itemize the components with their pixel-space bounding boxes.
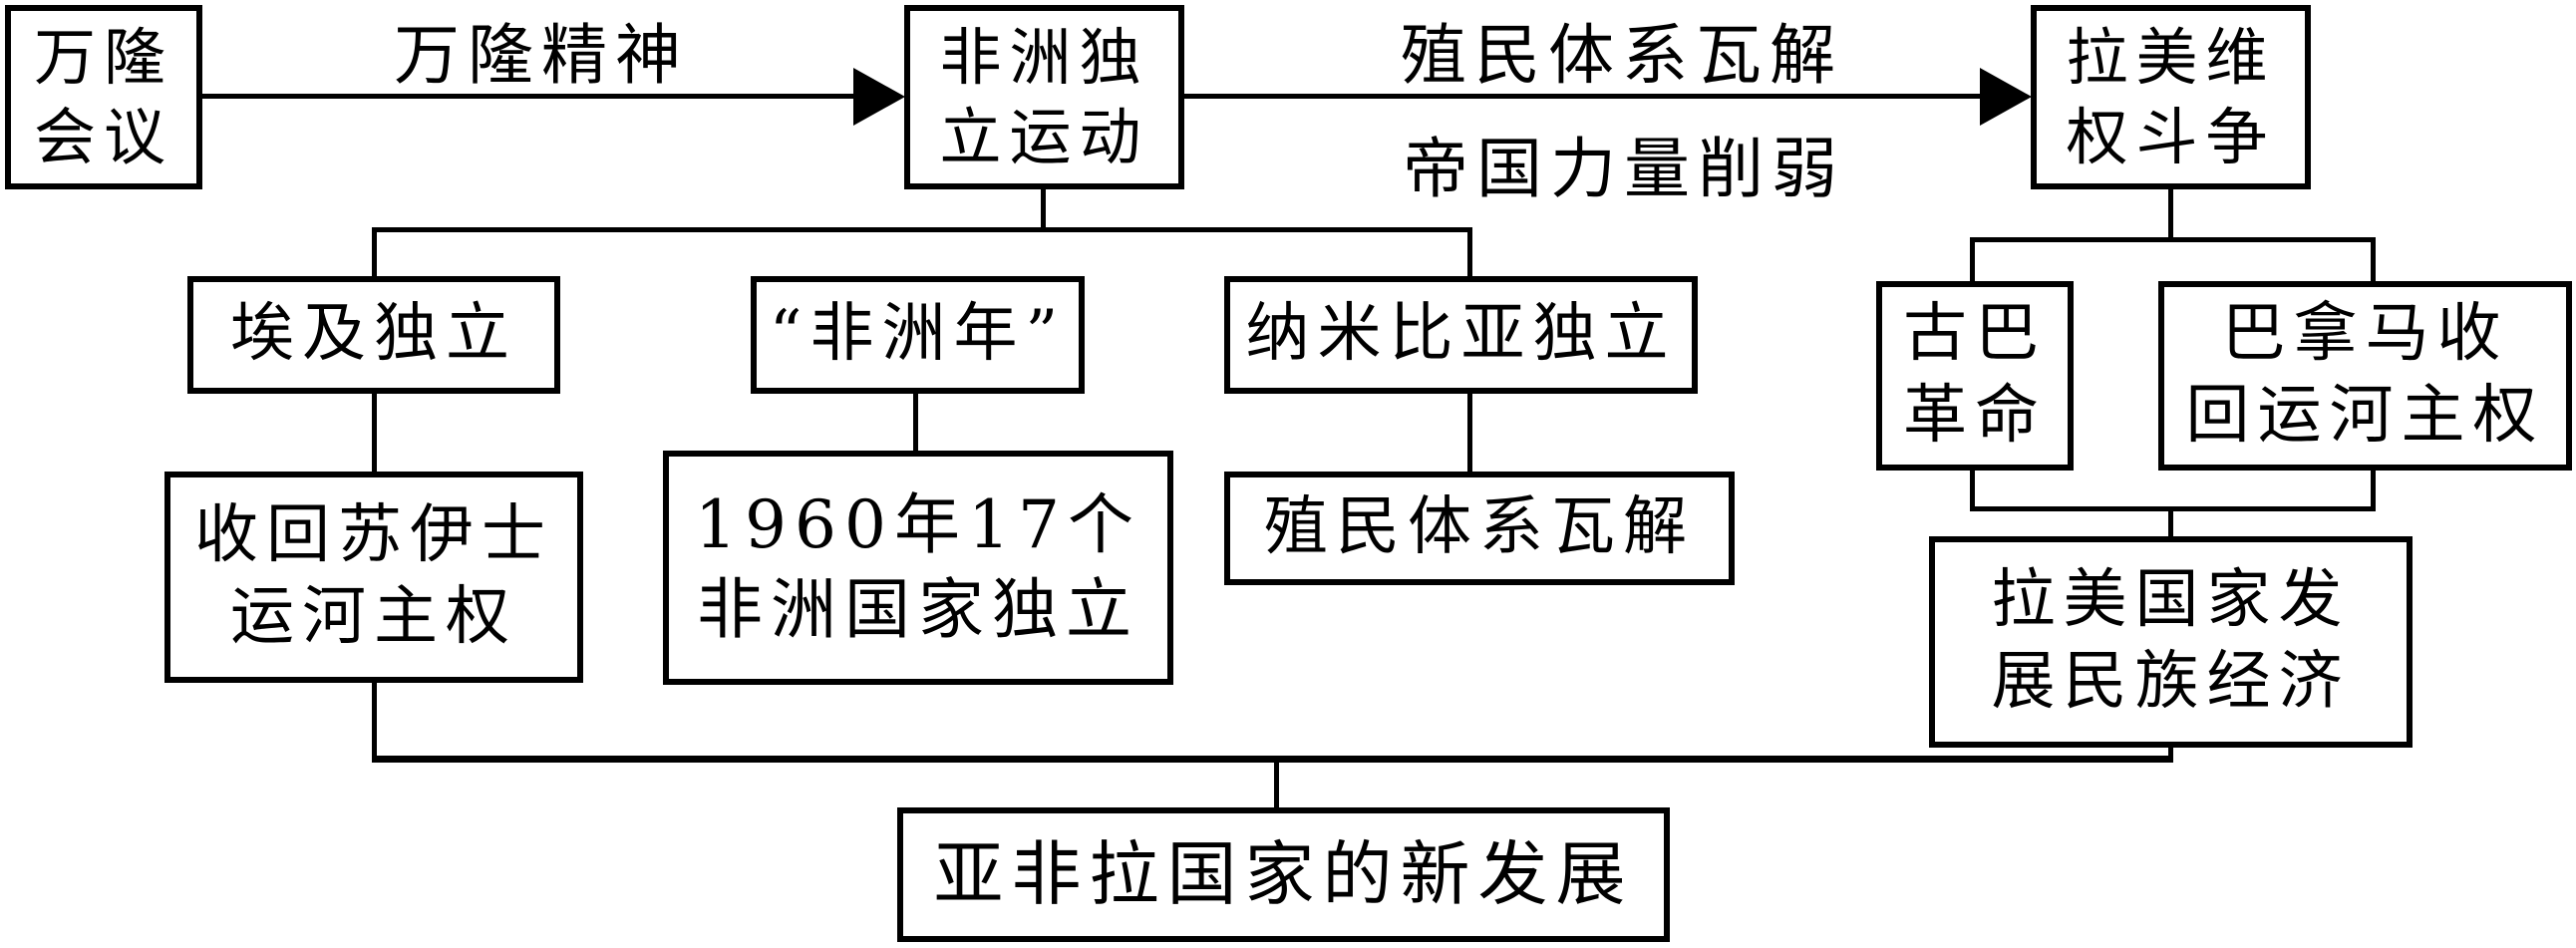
connector-line [2168, 748, 2173, 761]
node-cuban-revolution: 古巴 革命 [1876, 281, 2074, 471]
connector-line [1467, 394, 1472, 472]
connector-line [372, 227, 377, 276]
connector-line [1970, 237, 1975, 283]
node-egypt-independence: 埃及独立 [187, 276, 560, 394]
connector-line [372, 683, 377, 761]
node-latam-national-economy: 拉美国家发 展民族经济 [1929, 536, 2413, 748]
arrow-africa-to-latam-line [1184, 94, 1982, 99]
node-panama-canal-sovereignty: 巴拿马收 回运河主权 [2158, 281, 2572, 471]
label-bandung-spirit: 万隆精神 [394, 17, 689, 94]
node-latin-america-rights-struggle: 拉美维 权斗争 [2031, 5, 2311, 189]
connector-line [1970, 471, 1975, 511]
connector-line [2371, 471, 2376, 511]
node-suez-canal-recovery: 收回苏伊士 运河主权 [164, 472, 583, 683]
connector-line [1970, 237, 2376, 242]
arrow-bandung-to-africa-line [202, 94, 855, 99]
node-bandung-conference: 万隆 会议 [5, 5, 202, 189]
connector-line [1274, 756, 1279, 807]
connector-line [1467, 227, 1472, 276]
node-1960-seventeen-african-countries: 1960年17个 非洲国家独立 [663, 451, 1173, 685]
label-colonial-system-collapse: 殖民体系瓦解 [1401, 17, 1843, 94]
node-africa-year: “非洲年” [751, 276, 1085, 394]
connector-line [2168, 506, 2173, 536]
arrowhead-right-icon [853, 68, 905, 126]
node-namibia-independence: 纳米比亚独立 [1224, 276, 1698, 394]
arrowhead-right-icon [1980, 68, 2032, 126]
connector-line [372, 227, 1472, 232]
connector-line [913, 394, 918, 451]
connector-line [2371, 237, 2376, 283]
connector-line [2168, 189, 2173, 242]
label-imperial-power-weakened: 帝国力量削弱 [1403, 131, 1845, 207]
node-new-development-asia-africa-latam: 亚非拉国家的新发展 [897, 807, 1670, 942]
connector-line [372, 756, 2173, 763]
connector-line [1041, 189, 1046, 232]
node-african-independence-movement: 非洲独 立运动 [904, 5, 1184, 189]
node-colonial-system-collapse: 殖民体系瓦解 [1224, 472, 1735, 585]
connector-line [372, 394, 377, 472]
